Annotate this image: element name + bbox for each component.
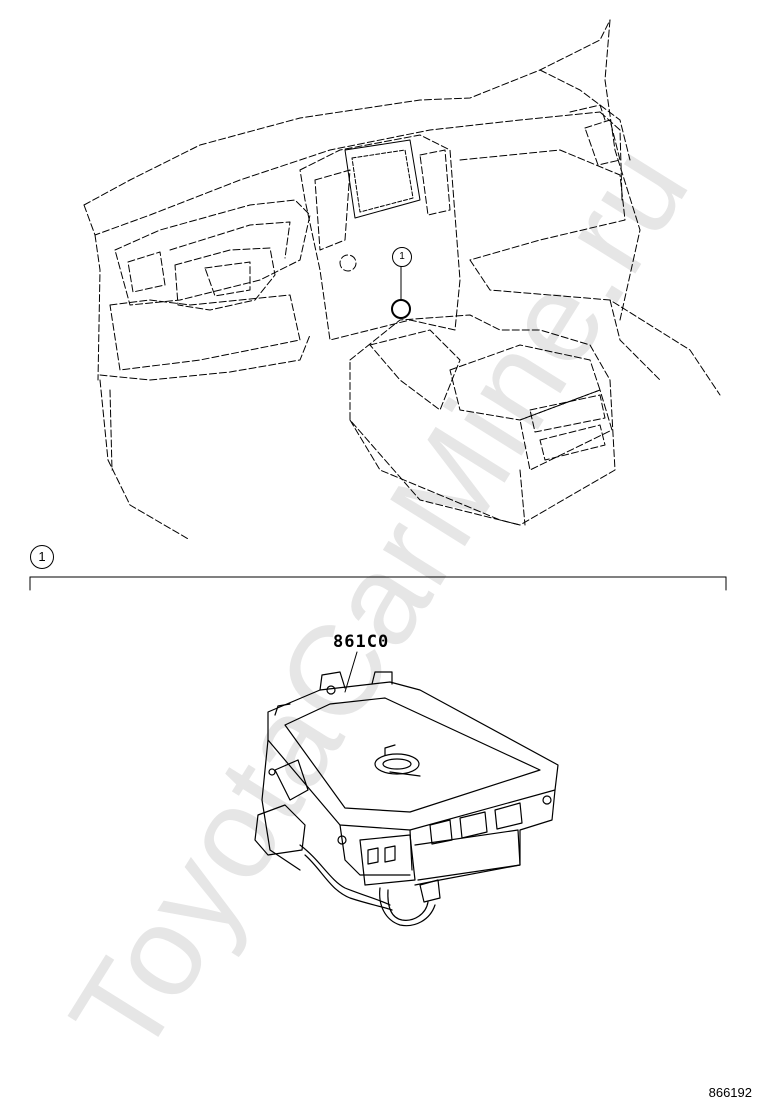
wireless-charger-location: [391, 299, 411, 319]
section-callout-marker: 1: [30, 545, 54, 569]
dashboard-illustration: [83, 19, 721, 541]
illustration-number: 866192: [708, 1085, 752, 1100]
dash-callout-marker: 1: [392, 247, 412, 267]
part-leader-line: [344, 651, 358, 693]
qi-logo: [374, 744, 421, 777]
section-bracket: [29, 576, 727, 591]
wireless-charger-illustration: [254, 671, 559, 927]
part-number-label[interactable]: 861C0: [333, 632, 390, 652]
